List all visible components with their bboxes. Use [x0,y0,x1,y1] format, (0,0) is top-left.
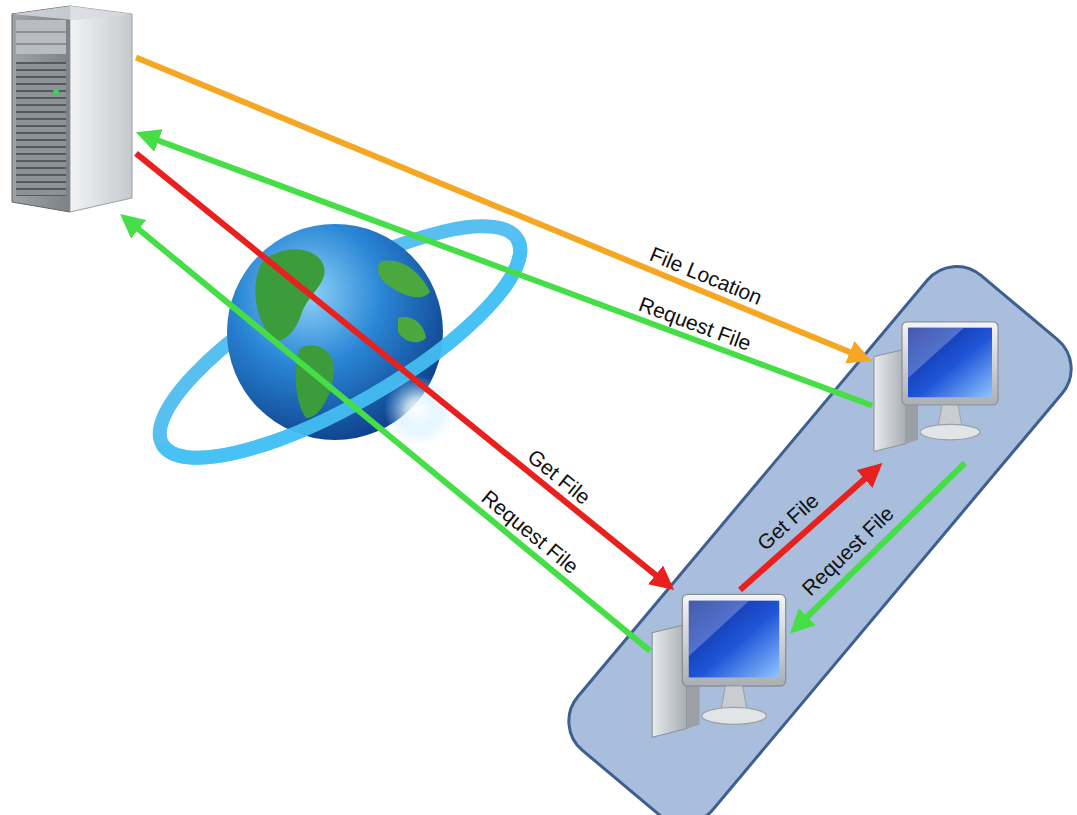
flow-arrow [137,228,650,651]
computer-icon [650,590,790,750]
edge-label: Get File [523,445,595,510]
network-region-shape [553,251,1077,815]
server-bays [16,20,66,54]
edge-label: Get File [753,489,824,556]
globe-orbit [131,186,548,498]
edge-label: Request File [797,501,898,600]
server-front [12,6,70,212]
server-side [70,6,132,212]
server-led [53,89,59,95]
server-node [8,2,136,214]
globe-land [398,317,426,342]
computer-icon [872,318,1002,463]
client-computer [650,590,790,750]
flow-arrow [136,153,657,576]
network-group [540,240,1077,815]
server-tower [8,2,136,214]
flow-arrow [136,58,852,354]
flow-arrow [156,140,872,406]
globe-land [378,261,430,298]
client-computer [872,318,1002,463]
globe-flare [384,376,452,444]
globe-orbit-front [162,240,548,499]
server-vents [16,62,66,196]
